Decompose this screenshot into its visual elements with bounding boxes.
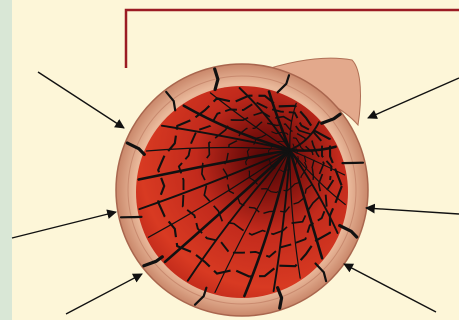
left-side-panel (0, 0, 12, 320)
